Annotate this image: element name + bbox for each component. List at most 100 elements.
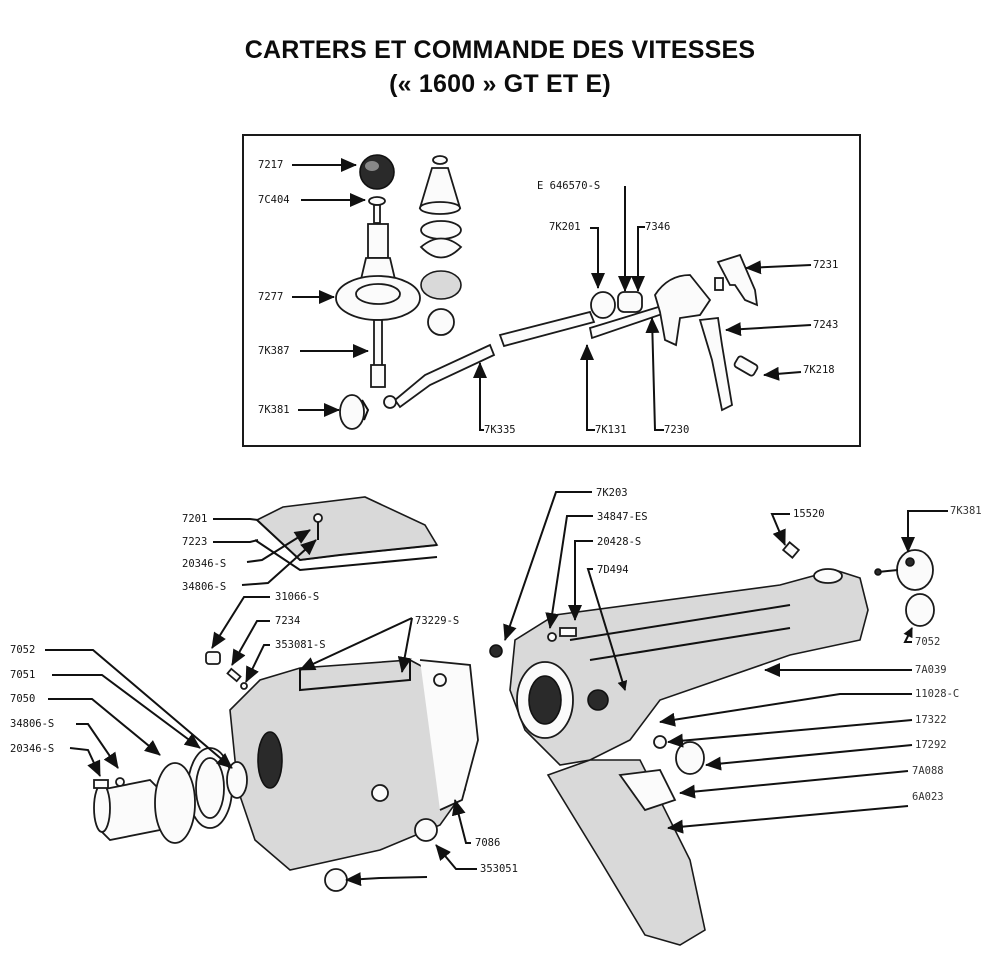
label-7277: 7277 bbox=[258, 291, 283, 303]
callout-34806s-left: 34806-S bbox=[10, 718, 119, 769]
callout-7a088: 7A088 bbox=[679, 765, 944, 799]
callout-11028c: 11028-C bbox=[659, 688, 959, 727]
selector-shaft-part bbox=[654, 274, 712, 347]
callout-7231: 7231 bbox=[745, 259, 838, 275]
label-7086: 7086 bbox=[475, 837, 500, 849]
inset-frame bbox=[242, 134, 861, 447]
shift-fork-lower-part bbox=[698, 317, 759, 412]
label-7k131: 7K131 bbox=[595, 424, 627, 436]
callout-73229s: 73229-S bbox=[299, 615, 459, 673]
label-15520: 15520 bbox=[793, 508, 825, 520]
callout-7052-right: 7052 bbox=[903, 627, 940, 648]
label-7a088: 7A088 bbox=[912, 765, 944, 777]
label-353081s: 353081-S bbox=[275, 639, 326, 651]
callout-7234: 7234 bbox=[231, 615, 300, 666]
top-cover-part bbox=[254, 496, 439, 572]
gaiter-stack-part bbox=[418, 155, 463, 336]
shift-fork-upper-part bbox=[714, 253, 759, 307]
label-7052-left: 7052 bbox=[10, 644, 35, 656]
clip-part bbox=[590, 291, 616, 319]
callout-7k381-inset: 7K381 bbox=[258, 403, 340, 417]
label-7201: 7201 bbox=[182, 513, 207, 525]
callout-17292: 17292 bbox=[705, 739, 947, 771]
callout-15520: 15520 bbox=[770, 508, 825, 546]
callout-20346s-left: 20346-S bbox=[10, 743, 101, 777]
shift-rod-part bbox=[383, 303, 670, 409]
lever-boot-part bbox=[335, 223, 421, 321]
callout-7230: 7230 bbox=[645, 317, 689, 436]
callout-7a039: 7A039 bbox=[764, 663, 947, 677]
bearing-retainer-part bbox=[93, 762, 196, 844]
label-e646570s: E 646570-S bbox=[537, 180, 600, 192]
callout-31066s: 31066-S bbox=[211, 591, 319, 649]
label-11028c: 11028-C bbox=[915, 688, 959, 700]
callout-7050: 7050 bbox=[10, 693, 161, 756]
label-34806s-left: 34806-S bbox=[10, 718, 54, 730]
lever-shaft-part bbox=[370, 319, 386, 388]
callout-7243: 7243 bbox=[725, 319, 838, 337]
callout-7k381-right: 7K381 bbox=[901, 505, 982, 553]
label-7217: 7217 bbox=[258, 159, 283, 171]
callout-17322: 17322 bbox=[667, 714, 947, 748]
callout-7051: 7051 bbox=[10, 669, 201, 749]
drain-plug-part bbox=[324, 818, 438, 892]
gear-knob-part bbox=[359, 154, 395, 190]
callout-7k387: 7K387 bbox=[258, 344, 369, 358]
callout-7086: 7086 bbox=[451, 799, 500, 849]
collar-part bbox=[617, 291, 643, 313]
callout-7d494: 7D494 bbox=[586, 564, 629, 691]
callout-7k218: 7K218 bbox=[763, 364, 835, 381]
bottom-cover-part bbox=[546, 759, 706, 946]
label-73229s: 73229-S bbox=[415, 615, 459, 627]
label-7k218: 7K218 bbox=[803, 364, 835, 376]
diagram-subtitle: (« 1600 » GT ET E) bbox=[389, 70, 611, 98]
label-7051: 7051 bbox=[10, 669, 35, 681]
label-17292: 17292 bbox=[915, 739, 947, 751]
retainer-plate-part bbox=[339, 394, 370, 430]
label-7a039: 7A039 bbox=[915, 664, 947, 676]
label-7k387: 7K387 bbox=[258, 345, 290, 357]
callout-34847es: 34847-ES bbox=[545, 511, 648, 629]
label-7231: 7231 bbox=[813, 259, 838, 271]
label-7k381-right: 7K381 bbox=[950, 505, 982, 517]
callout-e646570s: E 646570-S bbox=[537, 180, 632, 292]
label-353051: 353051 bbox=[480, 863, 518, 875]
diagram-title: CARTERS ET COMMANDE DES VITESSES bbox=[244, 36, 756, 64]
callout-7052-left: 7052 bbox=[10, 644, 233, 769]
label-7k335: 7K335 bbox=[484, 424, 516, 436]
label-31066s: 31066-S bbox=[275, 591, 319, 603]
label-7230: 7230 bbox=[664, 424, 689, 436]
retainer-bolt-part bbox=[93, 777, 125, 789]
callout-20346s-cover: 20346-S bbox=[182, 529, 311, 570]
label-20346s-cover: 20346-S bbox=[182, 558, 226, 570]
label-20346s-left: 20346-S bbox=[10, 743, 54, 755]
gearbox-case-part bbox=[229, 659, 479, 871]
callout-7k131: 7K131 bbox=[580, 344, 627, 436]
label-20428s: 20428-S bbox=[597, 536, 641, 548]
label-7346: 7346 bbox=[645, 221, 670, 233]
label-7k201: 7K201 bbox=[549, 221, 581, 233]
callout-7k335: 7K335 bbox=[473, 362, 516, 436]
callout-7k203: 7K203 bbox=[503, 487, 628, 641]
callout-7217: 7217 bbox=[258, 158, 357, 172]
callout-353051: 353051 bbox=[345, 844, 518, 887]
seal-part bbox=[226, 761, 248, 799]
label-6a023: 6A023 bbox=[912, 791, 944, 803]
label-34847es: 34847-ES bbox=[597, 511, 648, 523]
small-parts-right bbox=[489, 541, 935, 775]
label-7243: 7243 bbox=[813, 319, 838, 331]
callout-7277: 7277 bbox=[258, 290, 335, 304]
label-7c404: 7C404 bbox=[258, 194, 290, 206]
callout-353081s: 353081-S bbox=[245, 639, 326, 683]
callout-34806s-cover: 34806-S bbox=[182, 539, 317, 593]
callout-7223: 7223 bbox=[182, 536, 259, 548]
callout-6a023: 6A023 bbox=[667, 791, 944, 834]
callout-20428s: 20428-S bbox=[568, 536, 641, 621]
label-34806s-cover: 34806-S bbox=[182, 581, 226, 593]
label-7234: 7234 bbox=[275, 615, 300, 627]
label-7d494: 7D494 bbox=[597, 564, 629, 576]
label-7052-right: 7052 bbox=[915, 636, 940, 648]
plug-part bbox=[205, 651, 248, 690]
extension-housing-part bbox=[509, 568, 869, 766]
callout-7201: 7201 bbox=[182, 513, 259, 525]
